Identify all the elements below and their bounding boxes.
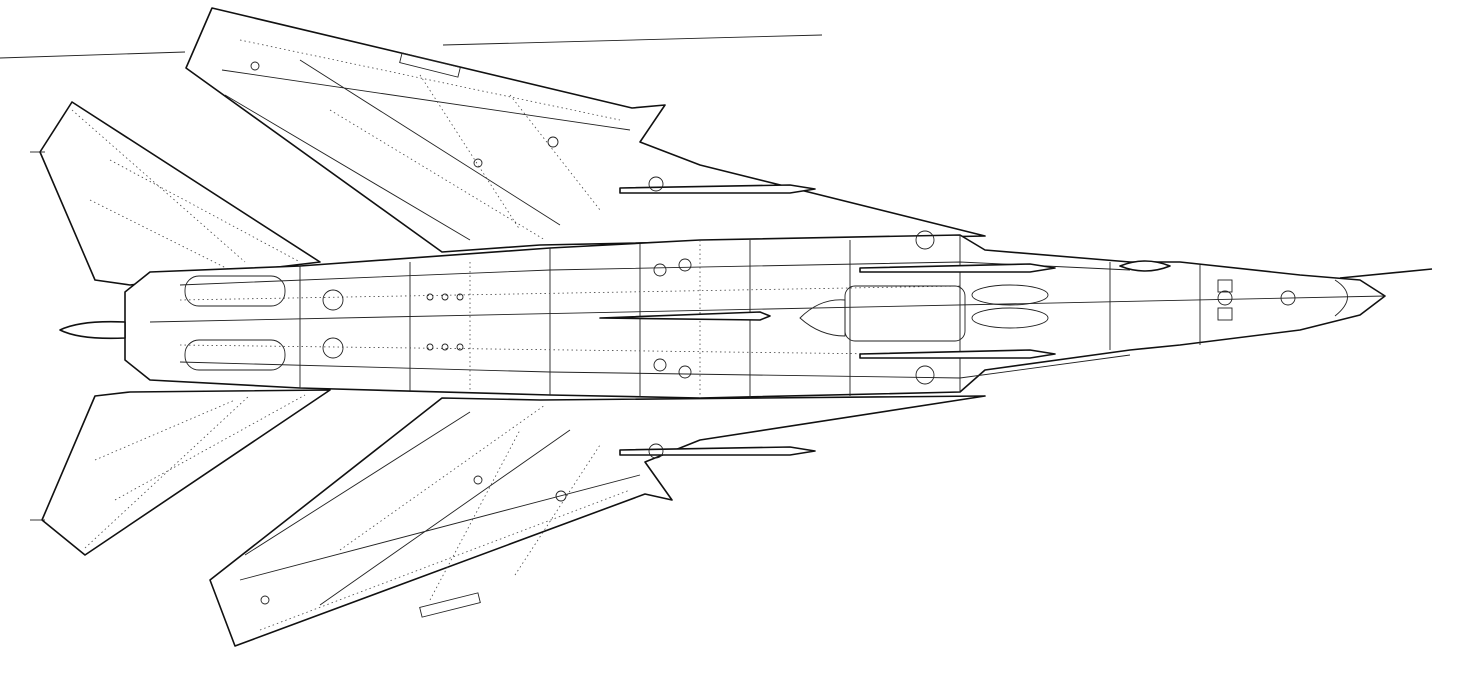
stabilizer-lower	[30, 389, 331, 556]
reference-line-left	[0, 51, 186, 59]
wing-lower	[209, 395, 986, 647]
reference-line-top	[442, 34, 823, 46]
wing-upper	[185, 7, 986, 253]
stores	[59, 176, 1171, 459]
pitot-probe	[1339, 268, 1433, 279]
